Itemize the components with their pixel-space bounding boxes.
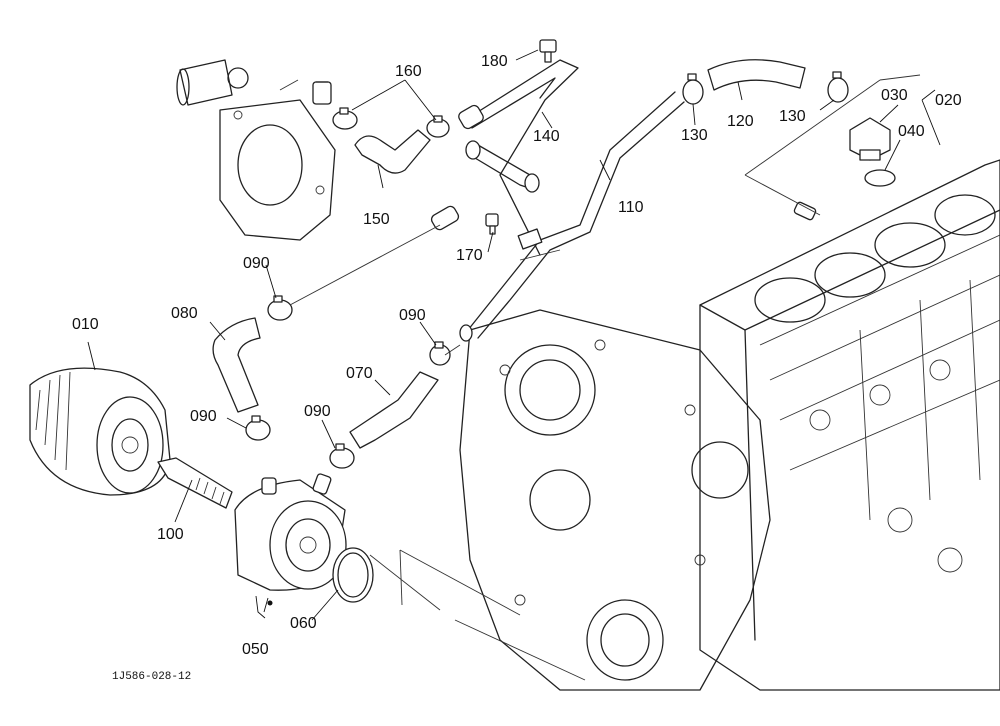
o-ring-040 [864, 169, 896, 187]
callout-120: 120 [727, 113, 754, 130]
callout-090-a: 090 [243, 255, 270, 272]
gear-case [459, 309, 771, 691]
hose-070 [349, 371, 439, 449]
callout-040: 040 [898, 123, 925, 140]
flange-fitting [312, 81, 332, 105]
callout-160: 160 [395, 63, 422, 80]
callout-050: 050 [242, 641, 269, 658]
pipe-end-090 [430, 205, 460, 231]
clamp-090-d [329, 443, 355, 469]
clamp-090-a [267, 295, 293, 321]
callout-180: 180 [481, 53, 508, 70]
clamp-130-left [682, 73, 704, 105]
callout-150: 150 [363, 211, 390, 228]
callout-010: 010 [72, 316, 99, 333]
bolt-170 [485, 213, 499, 235]
callout-020: 020 [935, 92, 962, 109]
clamp-090-b [429, 341, 451, 366]
cap-030 [849, 117, 891, 161]
callout-090-c: 090 [190, 408, 217, 425]
clamp-090-c [245, 415, 271, 441]
callout-100: 100 [157, 526, 184, 543]
hose-080 [212, 317, 261, 413]
pipe-110 [459, 91, 685, 342]
bolt-180 [539, 39, 557, 63]
callout-090-d: 090 [304, 403, 331, 420]
clamp-130-right [827, 71, 849, 103]
clamp-160-left [332, 107, 358, 130]
callout-130-right: 130 [779, 108, 806, 125]
water-flange [176, 59, 336, 241]
callout-090-b: 090 [399, 307, 426, 324]
engine-block [699, 159, 1000, 691]
callout-labels: 180 160 140 150 110 130 120 130 030 020 … [72, 53, 962, 683]
pipe-140 [458, 59, 579, 256]
block-fitting [793, 201, 817, 221]
assembly-lines [279, 74, 921, 681]
o-ring-060 [332, 547, 374, 603]
callout-070: 070 [346, 365, 373, 382]
clamp-160-right [426, 115, 450, 138]
callout-110: 110 [618, 199, 644, 216]
oil-cooler-050 [234, 473, 347, 606]
leader-lines [87, 49, 941, 621]
callout-030: 030 [881, 87, 908, 104]
callout-130-left: 130 [681, 127, 708, 144]
nipple-100 [157, 457, 233, 509]
reference-code: 1J586-028-12 [112, 671, 191, 683]
callout-060: 060 [290, 615, 317, 632]
callout-170: 170 [456, 247, 483, 264]
hose-150 [354, 129, 431, 174]
hose-120 [707, 59, 806, 91]
callout-140: 140 [533, 128, 560, 145]
callout-080: 080 [171, 305, 198, 322]
oil-filter-010 [29, 367, 171, 496]
